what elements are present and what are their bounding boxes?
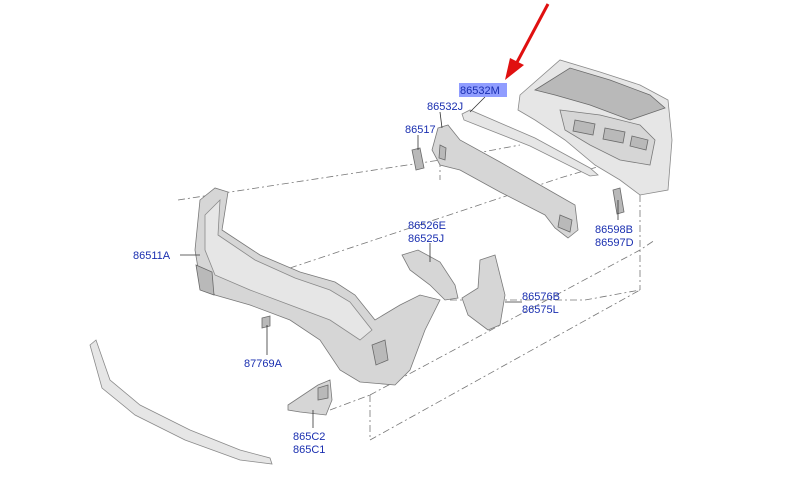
label-86575L[interactable]: 86575L <box>522 304 559 316</box>
corner-bracket-865C2[interactable] <box>287 379 333 416</box>
label-865C1[interactable]: 865C1 <box>293 444 325 456</box>
label-86511A[interactable]: 86511A <box>133 250 171 262</box>
label-865C2[interactable]: 865C2 <box>293 431 325 443</box>
clip-86517[interactable] <box>411 147 425 171</box>
clip-87769A[interactable] <box>261 315 271 329</box>
label-86597D[interactable]: 86597D <box>595 237 634 249</box>
grille-carrier[interactable] <box>517 59 673 196</box>
label-87769A[interactable]: 87769A <box>244 358 283 370</box>
leader-lines <box>180 96 619 428</box>
lower-grille-bar[interactable] <box>431 124 579 239</box>
label-86526E[interactable]: 86526E <box>408 220 446 232</box>
label-86517[interactable]: 86517 <box>405 124 436 136</box>
bracket-86526E[interactable] <box>401 249 459 301</box>
label-86576B[interactable]: 86576B <box>522 291 560 303</box>
garnish-86576B[interactable] <box>461 254 506 331</box>
molding-strip-86532M[interactable] <box>461 109 599 177</box>
label-86525J[interactable]: 86525J <box>408 233 444 245</box>
red-arrow-indicator <box>505 3 550 80</box>
label-86532J[interactable]: 86532J <box>427 101 463 113</box>
lower-lip-spoiler[interactable] <box>89 339 273 465</box>
label-86598B[interactable]: 86598B <box>595 224 633 236</box>
front-bumper-cover[interactable] <box>194 187 441 386</box>
label-86532M[interactable]: 86532M <box>460 85 500 97</box>
bracket-86598B[interactable] <box>612 187 625 215</box>
highlight-box <box>459 83 507 97</box>
